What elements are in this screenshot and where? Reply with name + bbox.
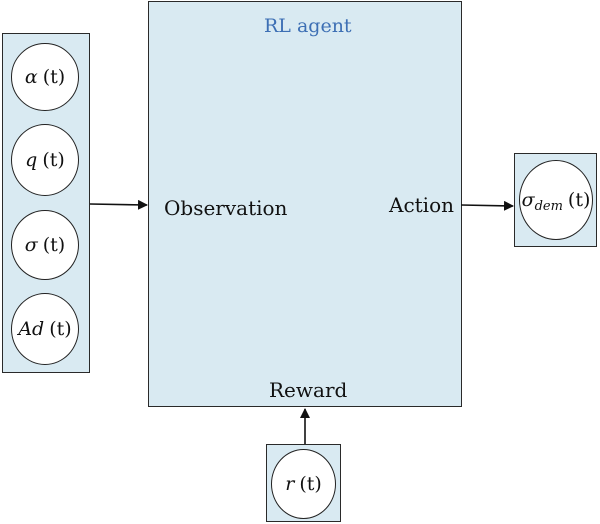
q-node: q(t) [11, 124, 79, 196]
rl-agent-box [148, 1, 462, 407]
q-arg: (t) [42, 149, 65, 171]
sigma-dem-subscript: dem [534, 198, 563, 214]
alpha-arg: (t) [42, 66, 66, 88]
q-symbol: q [25, 149, 38, 171]
reward-node: r(t) [271, 449, 336, 519]
sigma-dem-arg: (t) [567, 189, 591, 211]
alpha-symbol: α [24, 66, 38, 88]
ad-symbol: Ad [18, 318, 45, 340]
sigma-arg: (t) [42, 234, 66, 256]
ad-node: Ad(t) [11, 293, 79, 365]
rl-agent-title: RL agent [264, 15, 352, 37]
reward-arg: (t) [299, 473, 322, 495]
ad-arg: (t) [49, 318, 72, 340]
arrow-action [460, 200, 514, 211]
alpha-node: α(t) [11, 43, 79, 111]
sigma-symbol: σ [24, 234, 38, 256]
arrow-observation [89, 199, 148, 210]
reward-label: Reward [269, 378, 348, 402]
observation-label: Observation [164, 196, 288, 220]
reward-symbol: r [285, 473, 295, 495]
sigma-node: σ(t) [11, 210, 79, 280]
action-label: Action [389, 193, 454, 217]
sigma-dem-symbol: σ [521, 189, 535, 211]
